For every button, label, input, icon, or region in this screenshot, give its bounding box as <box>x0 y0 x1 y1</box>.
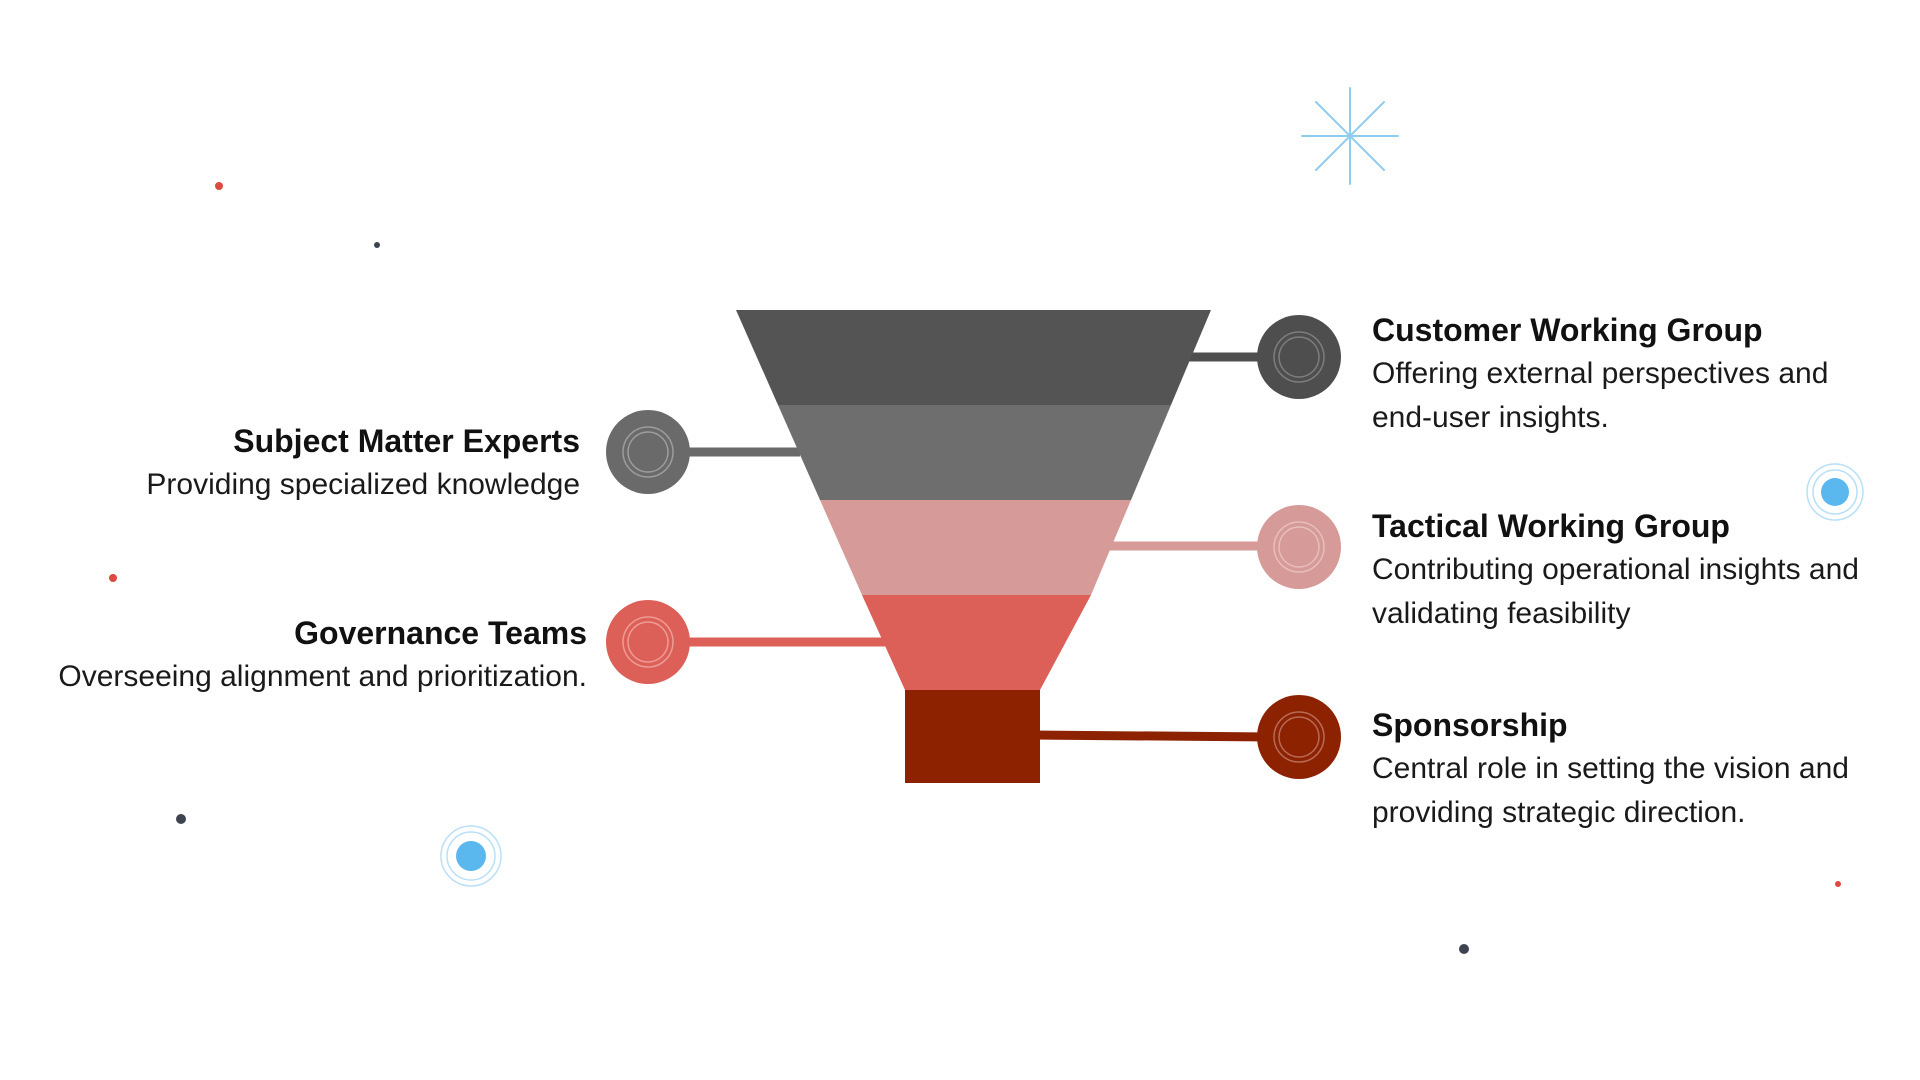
blue-target-icon <box>1806 463 1864 521</box>
connector-line-sponsorship <box>1029 730 1273 742</box>
label-title: Customer Working Group <box>1372 312 1763 348</box>
label-description: Contributing operational insights and va… <box>1372 553 1859 630</box>
sparkle-star-icon <box>1301 87 1399 185</box>
decor-dot-dark <box>176 814 186 824</box>
funnel-stage-3 <box>820 500 1131 595</box>
decor-dot-dark <box>1459 944 1469 954</box>
node-tactical-working-group-icon <box>1257 505 1341 589</box>
label-tactical-working-group: Tactical Working Group Contributing oper… <box>1372 504 1907 636</box>
label-subject-matter-experts: Subject Matter Experts Providing special… <box>60 419 580 507</box>
label-title: Governance Teams <box>294 615 587 651</box>
label-description: Central role in setting the vision and p… <box>1372 752 1849 829</box>
decor-dot-red <box>1835 881 1841 887</box>
decor-dot-red <box>215 182 223 190</box>
label-description: Offering external perspectives and end-u… <box>1372 357 1829 434</box>
funnel-stage-5 <box>905 690 1040 783</box>
label-customer-working-group: Customer Working Group Offering external… <box>1372 308 1892 440</box>
funnel-stage-2 <box>778 405 1171 500</box>
label-title: Subject Matter Experts <box>233 423 580 459</box>
node-sponsorship-icon <box>1257 695 1341 779</box>
label-title: Tactical Working Group <box>1372 508 1730 544</box>
label-description: Overseeing alignment and prioritization. <box>58 660 587 693</box>
funnel-stage-1 <box>736 310 1211 405</box>
decor-dot-dark <box>374 242 380 248</box>
label-title: Sponsorship <box>1372 707 1568 743</box>
funnel-stage-4 <box>862 595 1091 690</box>
label-governance-teams: Governance Teams Overseeing alignment an… <box>20 611 587 699</box>
blue-target-icon <box>440 825 502 887</box>
label-sponsorship: Sponsorship Central role in setting the … <box>1372 703 1892 835</box>
label-description: Providing specialized knowledge <box>146 468 580 501</box>
decor-dot-red <box>109 574 117 582</box>
node-customer-working-group-icon <box>1257 315 1341 399</box>
node-subject-matter-experts-icon <box>606 410 690 494</box>
node-governance-teams-icon <box>606 600 690 684</box>
